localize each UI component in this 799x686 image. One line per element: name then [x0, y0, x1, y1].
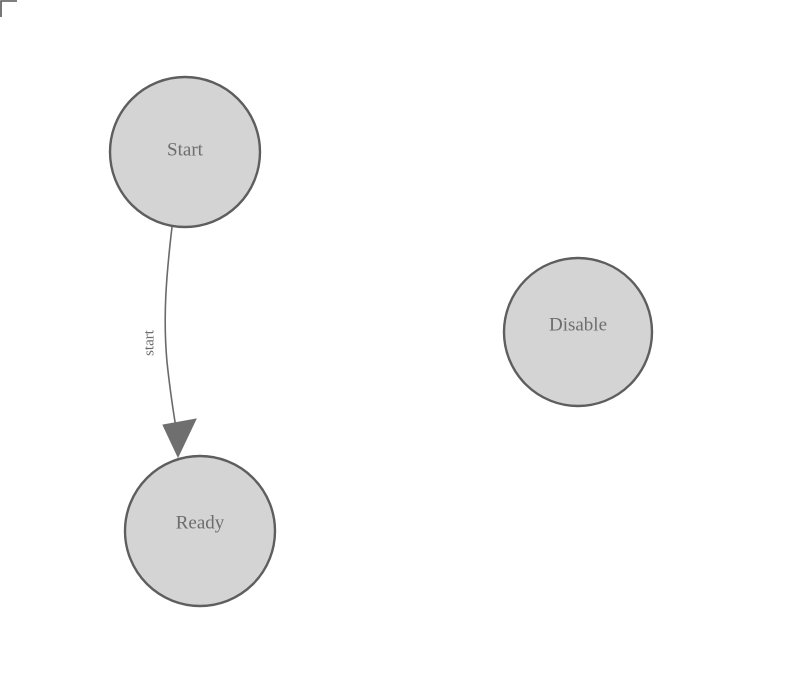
transition-label-start: start [141, 329, 157, 356]
transition-start-to-ready[interactable]: start [141, 226, 197, 459]
arrowhead-icon [162, 418, 197, 459]
state-node-start[interactable]: Start [108, 75, 262, 229]
transition-edge-path [164, 226, 179, 441]
state-node-disable[interactable]: Disable [502, 256, 654, 408]
state-node-disable-circle[interactable] [502, 256, 654, 408]
state-node-start-label: Start [167, 139, 204, 160]
state-node-disable-label: Disable [549, 314, 607, 335]
state-node-ready-circle[interactable] [123, 454, 277, 608]
state-node-ready-label: Ready [176, 512, 225, 533]
state-node-ready[interactable]: Ready [123, 454, 277, 608]
top-left-corner-mark-icon [0, 0, 17, 17]
state-node-start-circle[interactable] [108, 75, 262, 229]
